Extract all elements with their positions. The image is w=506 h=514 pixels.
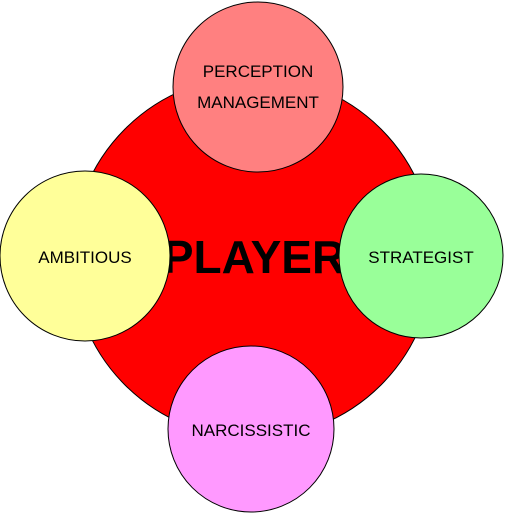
node-circle <box>338 173 504 339</box>
node-circle <box>0 170 171 342</box>
node-label-line-1: STRATEGIST <box>368 248 473 267</box>
node-circle <box>172 1 344 173</box>
node-label-line-1: PERCEPTION <box>203 62 314 81</box>
node-narcissistic: NARCISSISTIC <box>167 345 335 513</box>
node-label-line-1: AMBITIOUS <box>38 248 132 267</box>
node-circle <box>167 345 335 513</box>
node-strategist: STRATEGIST <box>338 173 504 339</box>
node-label-line-1: NARCISSISTIC <box>191 421 310 440</box>
node-perception-management: PERCEPTION MANAGEMENT <box>172 1 344 173</box>
node-label-line-2: MANAGEMENT <box>197 93 319 112</box>
node-ambitious: AMBITIOUS <box>0 170 171 342</box>
center-label: PLAYER <box>163 231 345 283</box>
